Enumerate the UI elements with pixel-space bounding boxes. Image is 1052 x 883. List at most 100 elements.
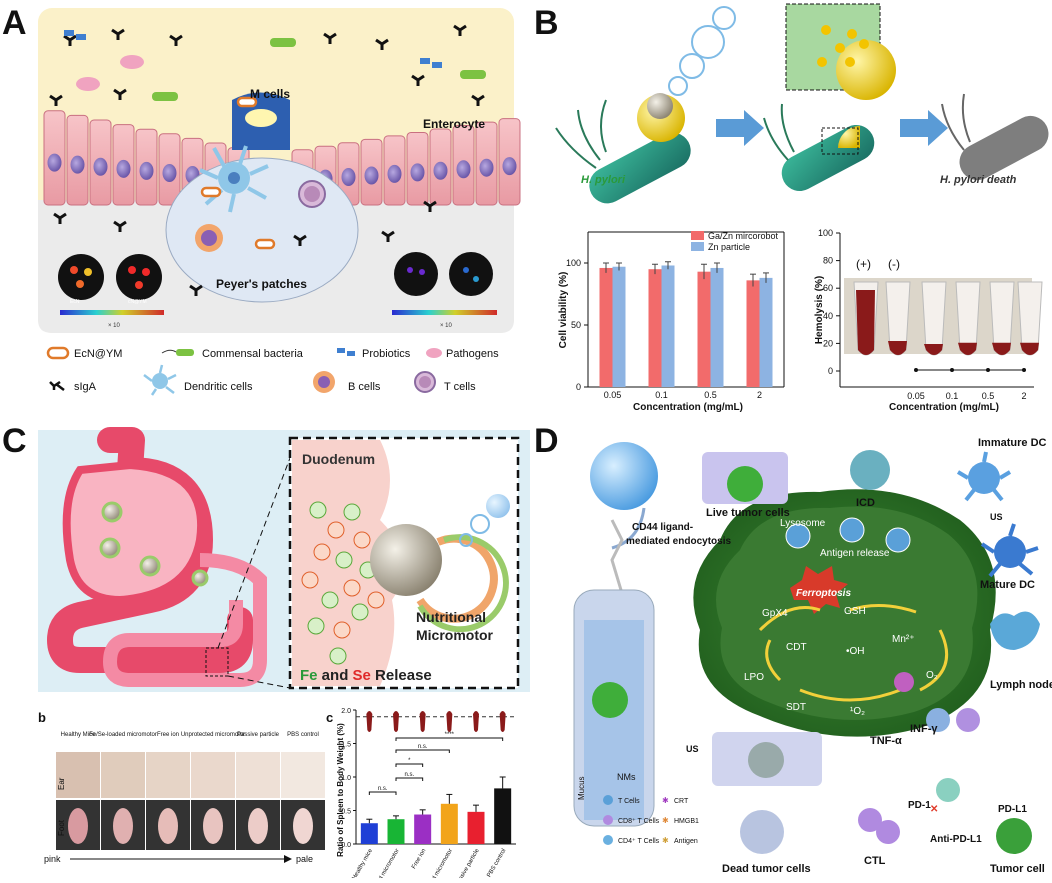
chart1-bar bbox=[759, 277, 773, 387]
legend-probiotics: Probiotics bbox=[362, 348, 411, 360]
pink-label: pink bbox=[44, 854, 61, 864]
chart1-xtick-label: 2 bbox=[757, 390, 762, 400]
spleen-icon bbox=[419, 711, 426, 732]
fe-ion-icon bbox=[309, 501, 327, 519]
ecnym-icon bbox=[200, 186, 222, 198]
dead-tumor-label: Dead tumor cells bbox=[722, 863, 811, 875]
legend-ga: Ga/Zn mircorobot bbox=[708, 231, 779, 241]
panel-d-letter: D bbox=[534, 422, 559, 460]
spleen-icon bbox=[366, 711, 373, 732]
significance-label: * bbox=[408, 758, 411, 764]
column-header: Unprotected micromotor bbox=[181, 732, 245, 738]
legend-dendritic: Dendritic cells bbox=[184, 381, 253, 393]
enterocyte-nucleus bbox=[364, 166, 379, 185]
legend-pathogens: Pathogens bbox=[446, 348, 499, 360]
chart-c-xtick-label: PBS control bbox=[486, 848, 507, 878]
gpx4-label: GpX4 bbox=[762, 608, 788, 619]
chart-c-ytick-label: 0.0 bbox=[341, 842, 351, 849]
column-header: PBS control bbox=[287, 732, 319, 738]
panel-a-legend: EcN@YM Commensal bacteria Probiotics Pat… bbox=[46, 346, 499, 396]
us-label-bottom: US bbox=[686, 744, 699, 754]
se-ion-icon bbox=[343, 579, 361, 597]
chart1-bar bbox=[697, 271, 711, 387]
lymph-node-icon bbox=[990, 611, 1040, 650]
significance-label: n.s. bbox=[404, 772, 414, 778]
significance-label: **** bbox=[445, 732, 455, 738]
spleen-icon bbox=[393, 711, 399, 732]
foot-print bbox=[203, 808, 223, 844]
significance-label: n.s. bbox=[418, 744, 428, 750]
tube-blood-fill bbox=[924, 344, 943, 355]
hemo-ytick-label: 100 bbox=[818, 228, 833, 238]
legend-antigen: Antigen bbox=[674, 838, 698, 845]
arrow-1-icon bbox=[716, 110, 764, 146]
fe-ion-icon bbox=[335, 551, 353, 569]
siga-icon bbox=[471, 94, 485, 106]
peyers-patches-label: Peyer's patches bbox=[216, 277, 307, 291]
micromotor-2 bbox=[99, 537, 121, 559]
chart-c-bar bbox=[387, 819, 405, 844]
live-tumor-label: Live tumor cells bbox=[706, 507, 790, 519]
micromotor-shell bbox=[417, 534, 509, 633]
chart1-bar bbox=[661, 265, 675, 387]
arrow-2-icon bbox=[900, 110, 948, 146]
enterocyte-nucleus bbox=[479, 158, 494, 177]
fe-ion-icon bbox=[307, 617, 325, 635]
pdl1-label: PD-L1 bbox=[998, 804, 1027, 815]
pathogen-icon bbox=[76, 77, 100, 91]
ferroptosis-burst-icon bbox=[790, 566, 848, 614]
endocytosis-label: mediated endocytosis bbox=[626, 536, 731, 547]
hydroxyl-label: •OH bbox=[846, 646, 865, 657]
panel-c-letter: C bbox=[2, 422, 27, 460]
micromotor-3 bbox=[139, 555, 161, 577]
h-pylori-bacterium-dead bbox=[941, 93, 1049, 181]
singlet-oxygen-label: ¹O₂ bbox=[850, 706, 865, 717]
significance-bracket bbox=[368, 791, 397, 795]
foot-print bbox=[293, 808, 313, 844]
lysosome-3-icon bbox=[885, 527, 911, 553]
panel-a: M cells Enterocyte Peyer's patches EcN c… bbox=[2, 4, 521, 396]
immature-dc-label: Immature DC bbox=[978, 437, 1047, 449]
zoom-box bbox=[205, 647, 229, 677]
chart-c-xtick-label: Free ion bbox=[411, 848, 427, 870]
legend-crt: CRT bbox=[674, 798, 689, 805]
fe-ion-icon bbox=[351, 603, 369, 621]
se-ion-icon bbox=[367, 591, 385, 609]
gradient-arrowhead-icon bbox=[284, 855, 292, 863]
lysosome-1-icon bbox=[785, 523, 811, 549]
icd-cell-icon bbox=[850, 450, 890, 490]
se-ion-icon bbox=[313, 543, 331, 561]
enterocyte-nucleus bbox=[341, 168, 356, 187]
micromotor-label: Micromotor bbox=[416, 627, 494, 643]
row-foot-label: Foot bbox=[57, 819, 66, 836]
se-ion-icon bbox=[333, 621, 351, 639]
chart-c-bar bbox=[494, 788, 512, 844]
cd44-label: CD44 ligand- bbox=[632, 522, 693, 533]
chart1-xtick-label: 0.05 bbox=[604, 390, 622, 400]
chart-c-xtick-label: Healthy mice bbox=[352, 847, 375, 878]
mn-label: Mn²⁺ bbox=[892, 634, 915, 645]
chart-c-ytick-label: 1.0 bbox=[341, 775, 351, 782]
ear-photo bbox=[101, 752, 145, 798]
enterocyte-nucleus bbox=[162, 163, 177, 182]
tube-blood-fill bbox=[992, 342, 1011, 355]
legend-cd4: CD4⁺ T Cells bbox=[618, 838, 660, 845]
h-pylori-bacterium-2 bbox=[763, 103, 875, 192]
se-ion-icon bbox=[327, 521, 345, 539]
siga-icon bbox=[453, 24, 467, 36]
column-header: Fe/Se-loaded micromotor bbox=[89, 732, 157, 738]
significance-bracket bbox=[395, 749, 450, 753]
immature-dc-icon bbox=[956, 451, 1012, 502]
duodenum-label: Duodenum bbox=[302, 451, 375, 467]
se-ion-icon bbox=[353, 531, 371, 549]
icd-label: ICD bbox=[856, 497, 875, 509]
legend-zn: Zn particle bbox=[708, 242, 750, 252]
siga-icon bbox=[49, 94, 63, 106]
lumen-particles bbox=[49, 24, 486, 296]
tnf-label: TNF-α bbox=[870, 735, 902, 747]
negative-control-label: (-) bbox=[888, 257, 900, 271]
enterocyte-nucleus bbox=[387, 164, 402, 183]
